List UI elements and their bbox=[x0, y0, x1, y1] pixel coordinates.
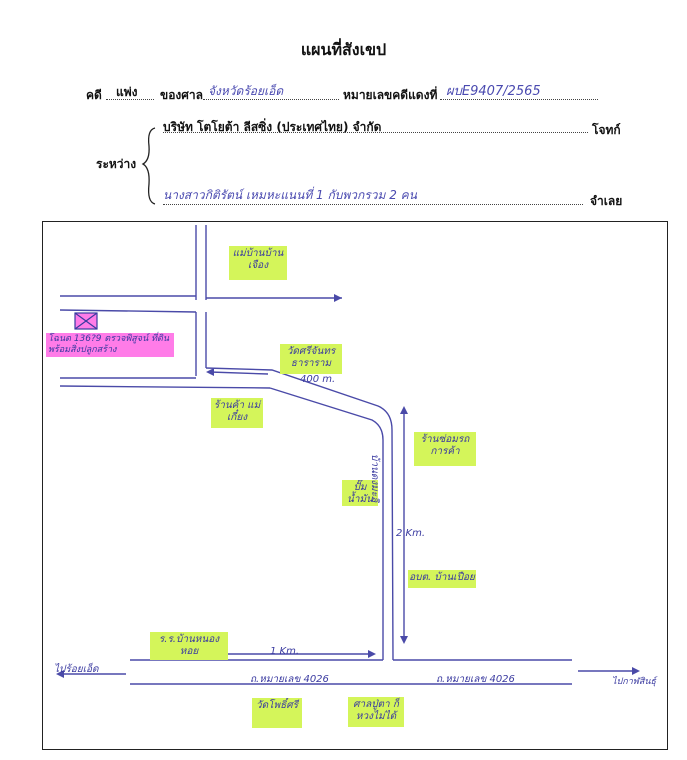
landmark-garage: ร้านซ่อมรถ การค้า bbox=[414, 432, 476, 466]
landmark-wat-sichan: วัดศรีจันทร ธาราราม bbox=[280, 344, 342, 374]
defendant-name: นางสาวกิติรัตน์ เหมหะแนนที่ 1 กับพวกรวม … bbox=[163, 188, 417, 202]
landmark-school: ร.ร.บ้านหนองหอย bbox=[150, 632, 228, 660]
landmark-ban-chueang: แม่บ้านบ้านเจือง bbox=[229, 246, 287, 280]
landmark-shrine: ศาลปู่ตา ก็หวงไม่ได้ bbox=[348, 697, 404, 727]
plaintiff-role: โจทก์ bbox=[592, 123, 621, 137]
plaintiff-name: บริษัท โตโยต้า ลีสซิ่ง (ประเทศไทย) จำกัด bbox=[163, 120, 382, 134]
between-label: ระหว่าง bbox=[96, 157, 137, 171]
court-label: ของศาล bbox=[160, 88, 203, 102]
page-title: แผนที่สังเขป bbox=[300, 40, 387, 59]
right-destination: ไปกาฬสินธุ์ bbox=[612, 677, 657, 687]
landmark-gas-station: ปั๊มน้ำมัน bbox=[342, 480, 378, 506]
landmark-wat-pho: วัดโพธิ์ศรี bbox=[252, 698, 302, 728]
distance-side: 2 Km. bbox=[396, 528, 426, 539]
case-no: ผบE9407/2565 bbox=[446, 84, 541, 99]
landmark-shop: ร้านค้า แม่เกี๋ยง bbox=[211, 398, 263, 428]
case-type: แพ่ง bbox=[116, 85, 138, 99]
defendant-line bbox=[163, 204, 583, 205]
court-name: จังหวัดร้อยเอ็ด bbox=[208, 84, 284, 98]
case-no-label: หมายเลขคดีแดงที่ bbox=[343, 88, 438, 102]
map-frame bbox=[42, 221, 668, 750]
vertical-road-name: บ้านดงมะลิ bbox=[369, 454, 380, 503]
landmark-sao: อบต. บ้านเปือย bbox=[408, 570, 476, 588]
target-property-label: โฉนด 136?9 ตรวจพิสูจน์ ที่ดินพร้อมสิ่งปล… bbox=[46, 333, 174, 357]
case-no-line bbox=[440, 99, 598, 100]
road-name-left: ถ.หมายเลข 4026 bbox=[250, 674, 329, 685]
distance-bottom: 1 Km. bbox=[270, 646, 300, 657]
court-line bbox=[203, 99, 339, 100]
case-label: คดี bbox=[86, 88, 102, 102]
case-type-line bbox=[106, 99, 154, 100]
distance-top: 400 m. bbox=[300, 374, 336, 385]
left-destination: ไปร้อยเอ็ด bbox=[54, 664, 99, 675]
road-name-right: ถ.หมายเลข 4026 bbox=[436, 674, 515, 685]
brace-icon bbox=[141, 127, 156, 205]
plaintiff-line bbox=[163, 132, 588, 133]
defendant-role: จำเลย bbox=[590, 194, 623, 208]
property-marker-icon bbox=[74, 312, 98, 330]
